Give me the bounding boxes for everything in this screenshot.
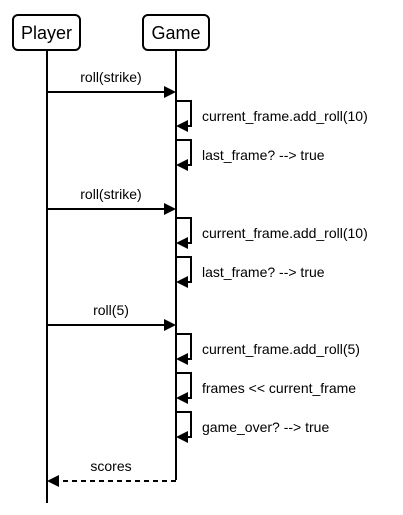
self-call-last-frame-1: last_frame? --> true <box>176 139 325 171</box>
arrowhead-icon <box>164 203 176 215</box>
arrowhead-icon <box>164 86 176 98</box>
arrowhead-icon <box>47 475 59 487</box>
self-call-label: current_frame.add_roll(10) <box>202 225 368 241</box>
self-call-loop <box>176 256 192 283</box>
message-roll-strike-1: roll(strike) <box>47 69 176 98</box>
self-call-label: frames << current_frame <box>202 380 356 396</box>
self-call-frames-append: frames << current_frame <box>176 372 356 404</box>
self-call-add-roll-10-1: current_frame.add_roll(10) <box>176 100 368 132</box>
message-label: roll(strike) <box>80 186 141 202</box>
message-label: roll(5) <box>93 302 129 318</box>
self-call-label: last_frame? --> true <box>202 147 325 163</box>
arrowhead-icon <box>176 392 188 404</box>
self-call-loop <box>176 333 192 360</box>
arrowhead-icon <box>176 120 188 132</box>
self-call-loop <box>176 217 192 244</box>
participant-game-box <box>142 14 210 51</box>
participant-game-label: Game <box>151 23 200 43</box>
self-call-loop <box>176 100 192 127</box>
self-call-last-frame-2: last_frame? --> true <box>176 256 325 288</box>
message-label: scores <box>90 458 131 474</box>
participant-player-box <box>12 14 81 51</box>
arrowhead-icon <box>176 431 188 443</box>
self-call-label: game_over? --> true <box>202 419 329 435</box>
message-label: roll(strike) <box>80 69 141 85</box>
self-call-add-roll-5: current_frame.add_roll(5) <box>176 333 360 365</box>
message-scores-return: scores <box>47 458 176 487</box>
self-call-label: current_frame.add_roll(5) <box>202 341 360 357</box>
message-roll-strike-2: roll(strike) <box>47 186 176 215</box>
arrowhead-icon <box>176 159 188 171</box>
arrowhead-icon <box>176 353 188 365</box>
self-call-label: current_frame.add_roll(10) <box>202 108 368 124</box>
message-roll-5: roll(5) <box>47 302 176 331</box>
self-call-add-roll-10-2: current_frame.add_roll(10) <box>176 217 368 249</box>
arrowhead-icon <box>176 237 188 249</box>
participant-game: Game <box>142 14 210 51</box>
self-call-game-over: game_over? --> true <box>176 411 329 443</box>
arrowhead-icon <box>176 276 188 288</box>
self-call-loop <box>176 372 192 399</box>
participant-player: Player <box>12 14 81 51</box>
arrowhead-icon <box>164 319 176 331</box>
self-call-loop <box>176 411 192 438</box>
self-call-loop <box>176 139 192 166</box>
participant-player-label: Player <box>21 23 72 43</box>
self-call-label: last_frame? --> true <box>202 264 325 280</box>
